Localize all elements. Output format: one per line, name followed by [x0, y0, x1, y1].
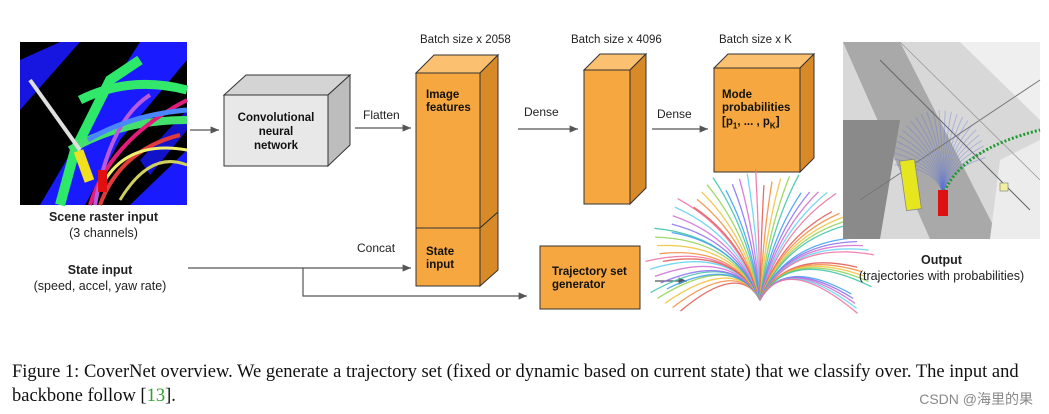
cnn-label-2: neural — [258, 126, 294, 138]
output-subtitle: (trajectories with probabilities) — [858, 269, 1025, 283]
state-input-title: State input — [67, 263, 133, 277]
state-box-label-1: State — [426, 246, 455, 258]
mode-probabilities-block — [712, 52, 816, 174]
output-image — [843, 41, 1041, 239]
trajectory-generator-block — [539, 245, 641, 310]
image-features-label-2: features — [426, 102, 471, 114]
flatten-label: Flatten — [363, 108, 400, 122]
mode-label-1: Mode — [722, 89, 753, 101]
output-title: Output — [921, 253, 962, 267]
cnn-label-3: network — [253, 140, 299, 152]
state-box-label-2: input — [426, 259, 455, 271]
batch-size-4096: Batch size x 4096 — [571, 34, 662, 46]
generator-label-1: Trajectory set — [552, 266, 627, 278]
scene-raster-title: Scene raster input — [48, 210, 159, 224]
concat-label: Concat — [357, 241, 396, 255]
scene-raster-image — [20, 42, 189, 207]
watermark: CSDN @海里的果 — [919, 391, 1033, 407]
reference-link[interactable]: 13 — [146, 386, 166, 406]
trajectory-set-image — [645, 169, 874, 314]
state-input-block — [415, 210, 499, 288]
dense-label-2: Dense — [657, 107, 692, 121]
dense-label-1: Dense — [524, 105, 559, 119]
generator-label-2: generator — [552, 279, 606, 291]
figure-caption: Figure 1: CoverNet overview. We generate… — [12, 362, 1019, 406]
dense-4096-block — [582, 52, 648, 206]
arrow-state-to-generator — [302, 268, 527, 300]
mode-formula: [p1, ... , pK] — [722, 116, 780, 131]
image-features-block — [414, 53, 500, 230]
image-features-label-1: Image — [426, 89, 460, 101]
batch-size-k: Batch size x K — [719, 34, 792, 46]
cnn-block — [222, 73, 352, 168]
state-input-subtitle: (speed, accel, yaw rate) — [33, 279, 167, 293]
scene-raster-subtitle: (3 channels) — [69, 226, 138, 240]
batch-size-2058: Batch size x 2058 — [420, 34, 511, 46]
trajectory-curve — [759, 278, 859, 314]
cnn-label-1: Convolutional — [237, 112, 315, 124]
mode-label-2: probabilities — [722, 102, 791, 114]
